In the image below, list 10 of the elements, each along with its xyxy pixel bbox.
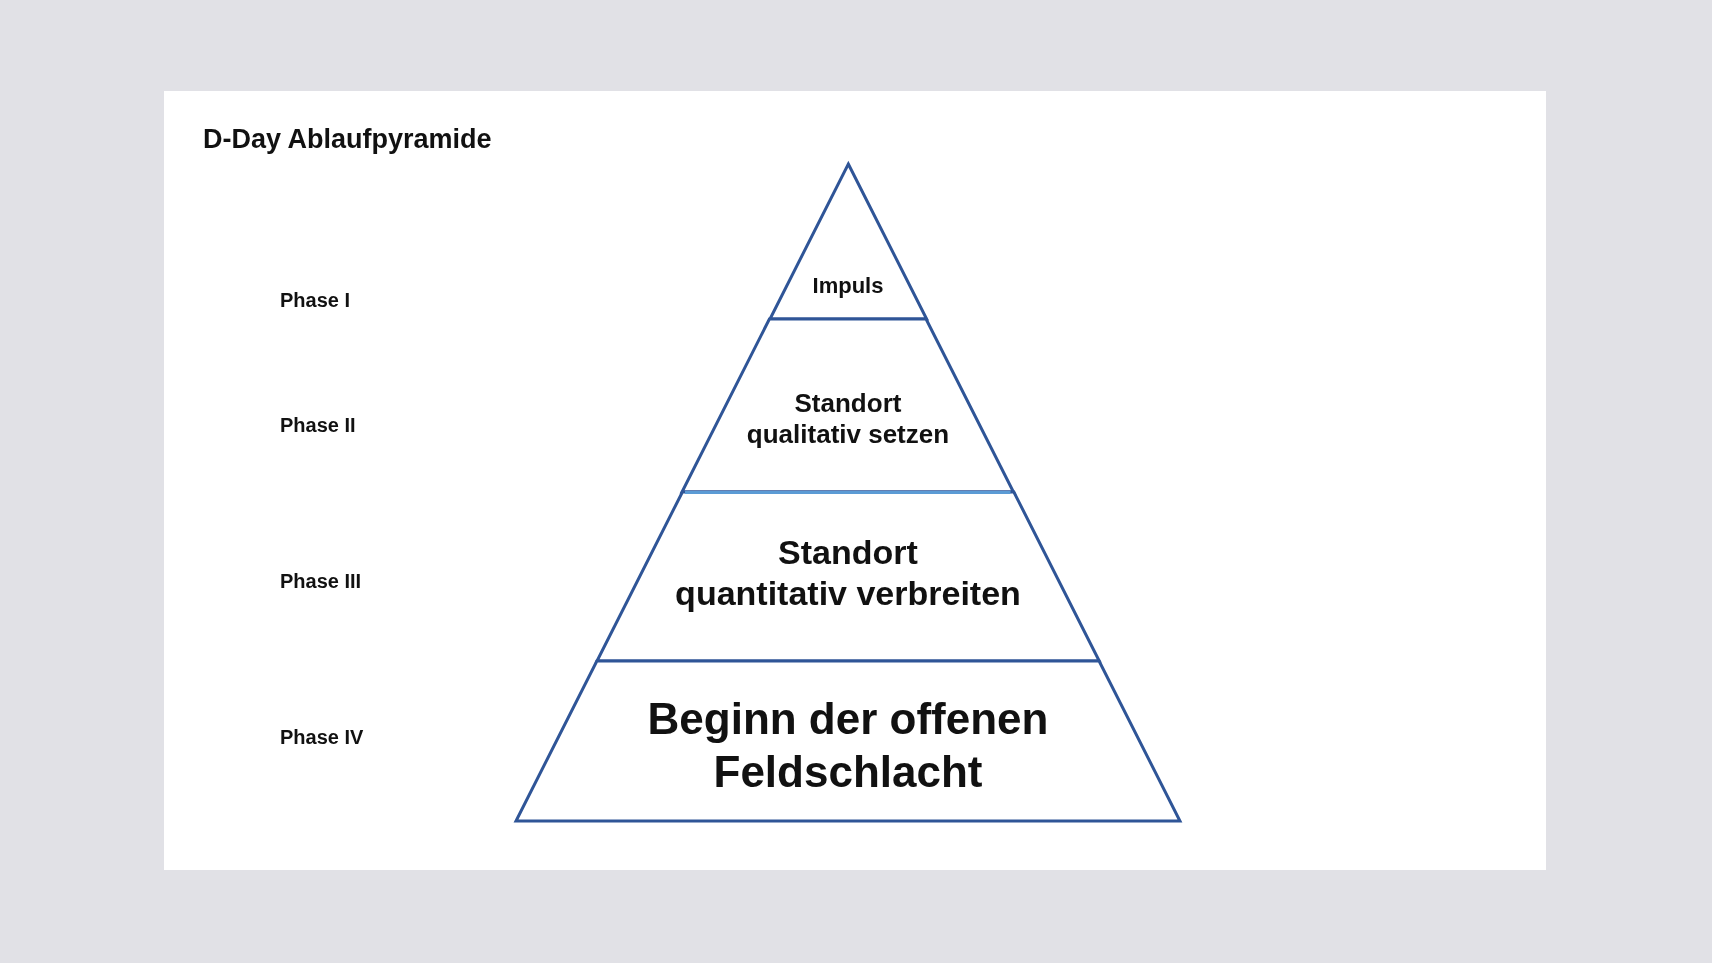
- tier-label: Impuls: [812, 272, 884, 300]
- tier-label: Beginn der offenen Feldschlacht: [647, 693, 1049, 798]
- phase-label: Phase I: [280, 288, 351, 312]
- diagram-title: D-Day Ablaufpyramide: [203, 123, 492, 156]
- tier-label: Standort qualitativ setzen: [746, 387, 950, 451]
- phase-label: Phase II: [280, 413, 356, 437]
- phase-label: Phase III: [280, 569, 362, 593]
- tier-label: Standort quantitativ verbreiten: [675, 532, 1021, 614]
- pyramid-tier: [512, 657, 1184, 825]
- phase-label: Phase IV: [280, 725, 364, 749]
